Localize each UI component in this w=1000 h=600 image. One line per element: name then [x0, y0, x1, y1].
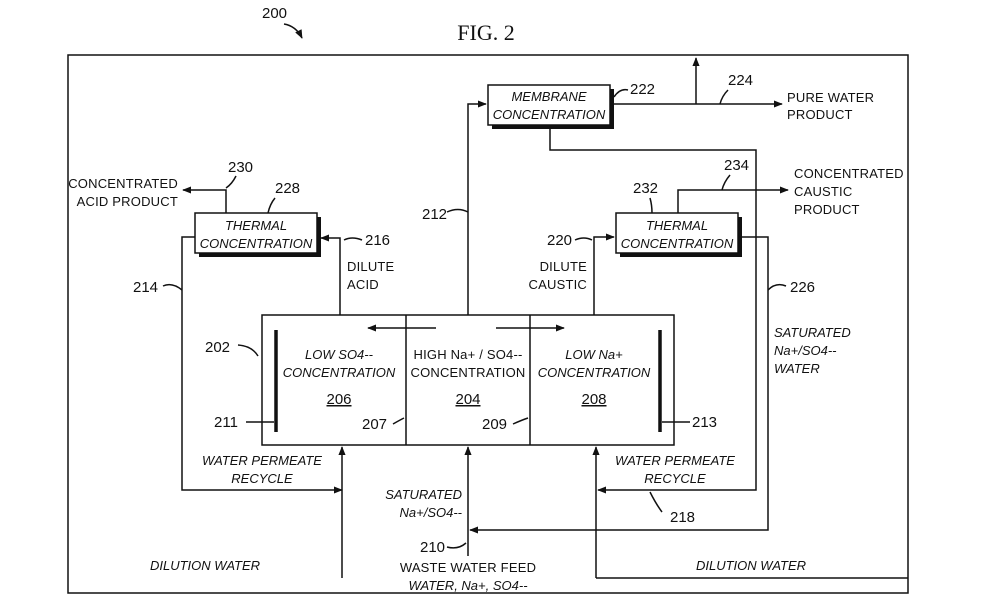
caustic-product-label-line1: CONCENTRATED	[794, 166, 904, 181]
center-compartment-line1: HIGH Na+ / SO4--	[413, 347, 522, 362]
thermal-acid-ref-leader	[267, 197, 276, 214]
left-compartment-line1: LOW SO4--	[305, 347, 374, 362]
left-recycle-line	[181, 236, 343, 494]
saturated-return-ref-leader	[767, 283, 787, 291]
right-compartment-ref: 208	[581, 391, 606, 408]
membrane-right-ref-leader	[512, 417, 529, 425]
dilute-caustic-ref: 220	[547, 232, 572, 249]
dilute-acid-label-line1: DILUTE	[347, 259, 395, 274]
center-compartment-ref: 204	[455, 391, 480, 408]
pure-water-label-line1: PURE WATER	[787, 90, 874, 105]
membrane-right-ref: 209	[482, 416, 507, 433]
left-recycle-ref: 214	[133, 279, 158, 296]
acid-product-line	[182, 186, 227, 213]
membrane-left-ref: 207	[362, 416, 387, 433]
thermal-caustic-ref-leader	[649, 197, 653, 214]
cell-ref: 202	[205, 339, 230, 356]
dilute-acid-ref: 216	[365, 232, 390, 249]
center-compartment-line2: CONCENTRATION	[410, 365, 525, 380]
caustic-product-ref: 234	[724, 157, 749, 174]
acid-product-label-line1: CONCENTRATED	[68, 176, 178, 191]
thermal-caustic-line1: THERMAL	[646, 218, 708, 233]
thermal-acid-ref: 228	[275, 180, 300, 197]
right-recycle-ref-leader	[649, 491, 663, 513]
saturated-right-line1: SATURATED	[774, 325, 851, 340]
membrane-box-ref: 222	[630, 81, 655, 98]
right-compartment-line1: LOW Na+	[565, 347, 623, 362]
caustic-product-label-line3: PRODUCT	[794, 202, 860, 217]
cell-ref-leader	[237, 344, 259, 357]
waste-feed-ref-leader	[446, 542, 467, 549]
pure-water-ref: 224	[728, 72, 753, 89]
waste-feed-label-line2: WATER, Na+, SO4--	[408, 578, 528, 593]
electrode-right-ref: 213	[692, 414, 717, 431]
pure-water-ref-leader	[719, 89, 729, 105]
thermal-acid-line1: THERMAL	[225, 218, 287, 233]
dilute-acid-label-line2: ACID	[347, 277, 379, 292]
saturated-return-ref: 226	[790, 279, 815, 296]
caustic-product-label-line2: CAUSTIC	[794, 184, 852, 199]
right-compartment-line2: CONCENTRATION	[538, 365, 651, 380]
thermal-concentration-acid-box: THERMAL CONCENTRATION	[194, 212, 321, 257]
thermal-acid-line2: CONCENTRATION	[200, 236, 313, 251]
dilute-acid-line	[320, 234, 341, 315]
saturated-return-line	[469, 236, 769, 534]
system-boundary	[67, 54, 909, 594]
dilute-caustic-label-line2: CAUSTIC	[529, 277, 587, 292]
figure-title: FIG. 2	[457, 20, 514, 45]
saturated-center-line2: Na+/SO4--	[400, 505, 463, 520]
acid-product-label-line2: ACID PRODUCT	[77, 194, 178, 209]
dilute-caustic-line	[593, 233, 615, 315]
right-recycle-line	[549, 129, 757, 494]
waste-feed-ref: 210	[420, 539, 445, 556]
electrode-left-ref: 211	[214, 414, 238, 431]
membrane-box-line2: CONCENTRATION	[493, 107, 606, 122]
right-recycle-ref: 218	[670, 509, 695, 526]
caustic-product-ref-leader	[721, 174, 731, 191]
thermal-concentration-caustic-box: THERMAL CONCENTRATION	[615, 212, 742, 257]
acid-product-ref-leader	[225, 175, 237, 189]
electrodialysis-cell: LOW SO4-- CONCENTRATION 206 HIGH Na+ / S…	[261, 314, 675, 446]
center-to-membrane-ref-leader	[446, 208, 469, 213]
figure-number-leader	[283, 23, 303, 39]
membrane-box-ref-leader	[613, 88, 629, 98]
dilute-caustic-label-line1: DILUTE	[540, 259, 588, 274]
center-to-membrane-ref: 212	[422, 206, 447, 223]
saturated-right-line3: WATER	[774, 361, 820, 376]
right-recycle-label-line1: WATER PERMEATE	[615, 453, 735, 468]
right-recycle-label-line2: RECYCLE	[644, 471, 706, 486]
saturated-center-line1: SATURATED	[385, 487, 462, 502]
dilute-caustic-ref-leader	[574, 237, 593, 241]
acid-product-ref: 230	[228, 159, 253, 176]
dilute-acid-ref-leader	[343, 237, 363, 241]
thermal-caustic-ref: 232	[633, 180, 658, 197]
center-to-membrane-line	[467, 100, 487, 315]
waste-feed-label-line1: WASTE WATER FEED	[400, 560, 536, 575]
left-compartment-ref: 206	[326, 391, 351, 408]
left-recycle-ref-leader	[162, 283, 183, 291]
left-recycle-label-line1: WATER PERMEATE	[202, 453, 322, 468]
dilution-water-left-label: DILUTION WATER	[150, 558, 260, 573]
figure-number: 200	[262, 5, 287, 22]
left-compartment-line2: CONCENTRATION	[283, 365, 396, 380]
membrane-concentration-box: MEMBRANE CONCENTRATION	[487, 84, 614, 129]
membrane-left-ref-leader	[392, 417, 405, 425]
membrane-box-line1: MEMBRANE	[511, 89, 586, 104]
thermal-caustic-line2: CONCENTRATION	[621, 236, 734, 251]
saturated-right-line2: Na+/SO4--	[774, 343, 837, 358]
caustic-product-line	[677, 186, 789, 213]
pure-water-label-line2: PRODUCT	[787, 107, 853, 122]
dilution-water-right-label: DILUTION WATER	[696, 558, 806, 573]
left-recycle-label-line2: RECYCLE	[231, 471, 293, 486]
